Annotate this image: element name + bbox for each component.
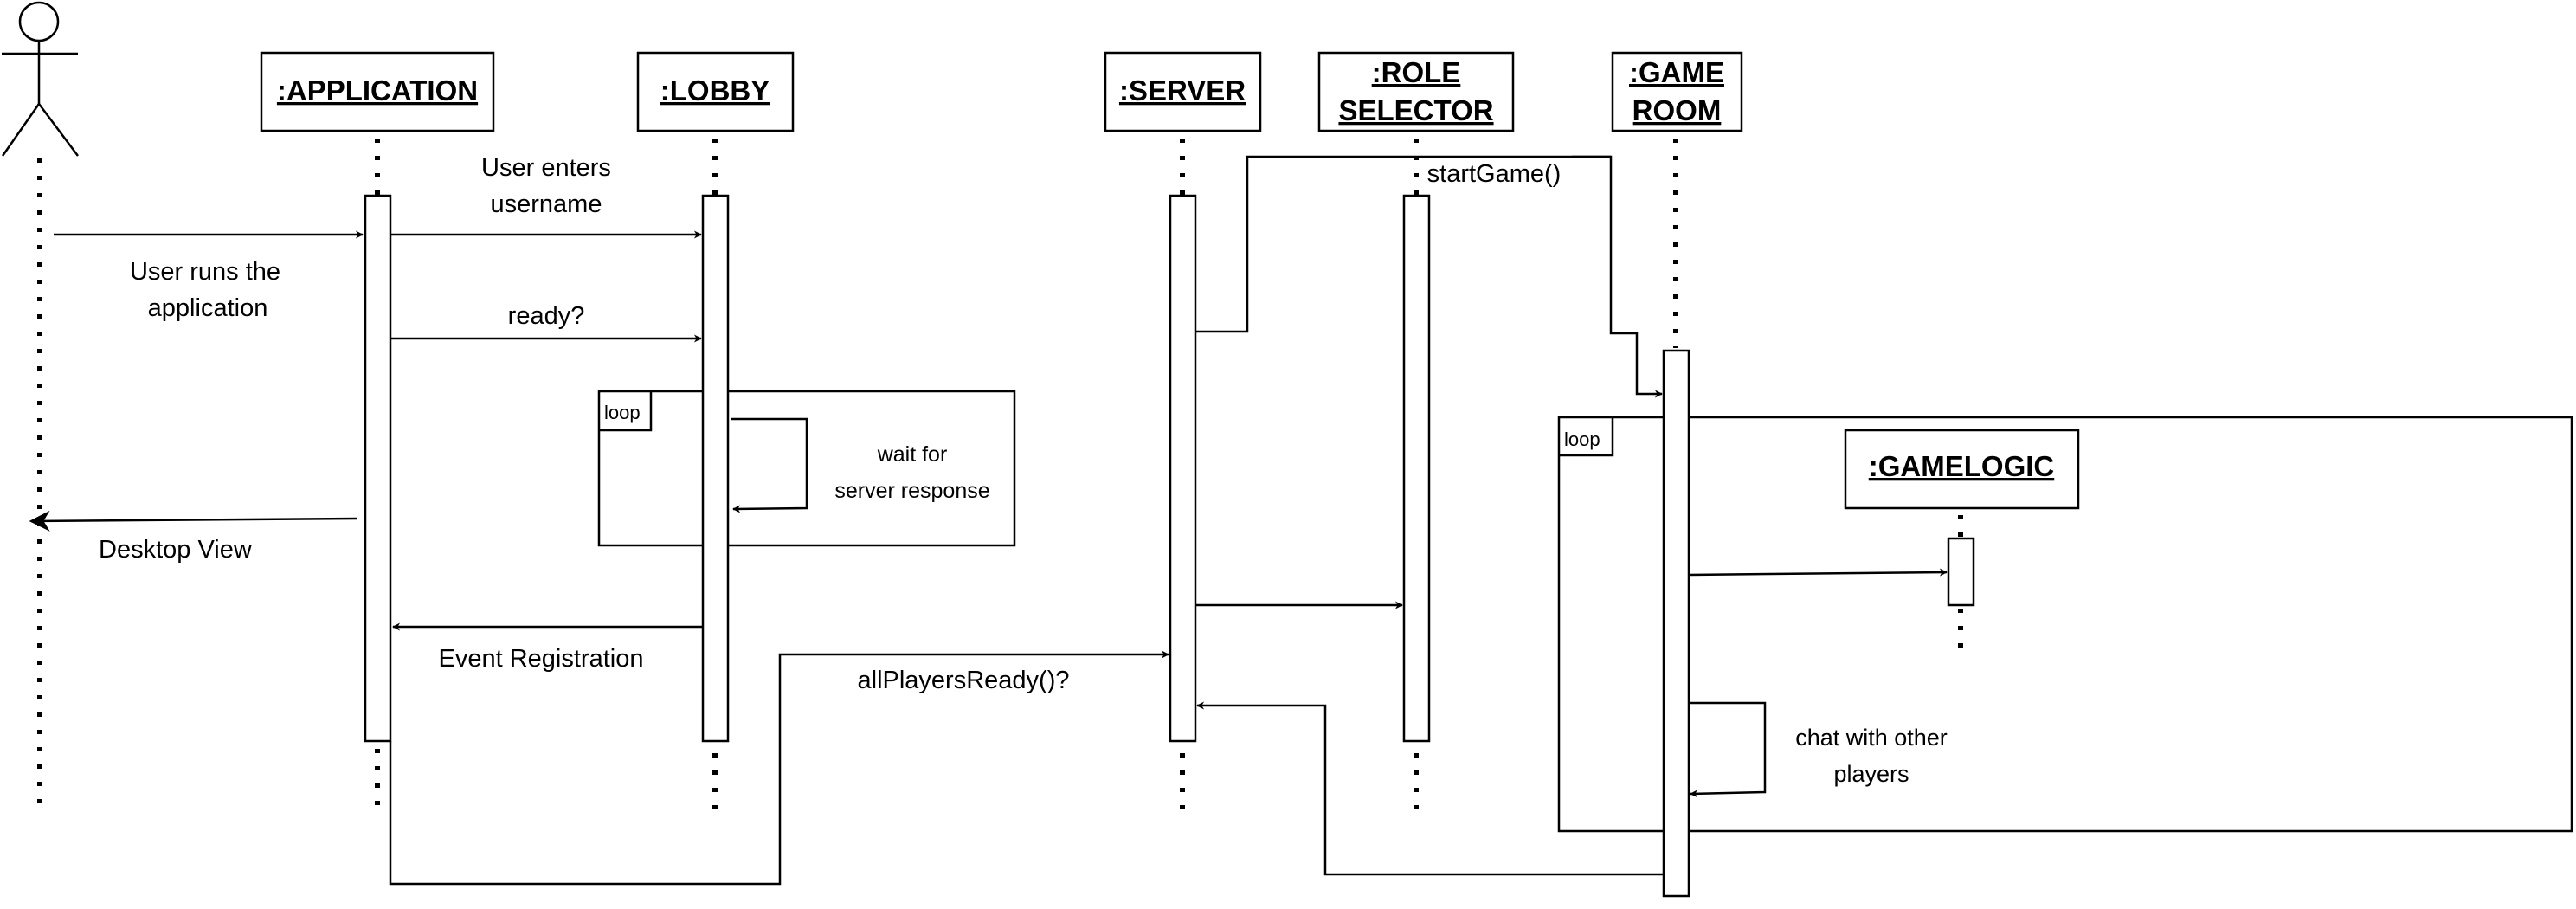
activation-application xyxy=(364,194,392,743)
application-box xyxy=(260,51,495,132)
msg-desktop-view-label: Desktop View xyxy=(99,536,253,564)
role-selector-title-line1: :ROLE xyxy=(1372,56,1461,88)
loop-fragment-game xyxy=(1557,416,2573,833)
lobby-box xyxy=(636,51,795,132)
activation-role-selector xyxy=(1402,194,1431,743)
msg-chat-label-line2: players xyxy=(1833,761,1909,787)
msg-event-registration-label: Event Registration xyxy=(439,645,644,673)
role-selector-title-line2: SELECTOR xyxy=(1338,94,1493,126)
msg-chat-label-line1: chat with other xyxy=(1795,725,1948,751)
msg-wait-label-line1: wait for xyxy=(877,442,948,467)
game-room-box xyxy=(1611,51,1743,132)
activation-gamelogic xyxy=(1947,537,1975,607)
gamelogic-box xyxy=(1844,429,2080,510)
game-room-title-line2: ROOM xyxy=(1633,94,1722,126)
gamelogic-title: :GAMELOGIC xyxy=(1869,450,2054,482)
msg-all-players-ready-arrow xyxy=(389,650,1169,886)
activation-game-room xyxy=(1662,349,1690,898)
msg-user-enters-label-line1: User enters xyxy=(481,154,611,182)
loop-tag-lobby xyxy=(599,391,653,432)
activation-lobby xyxy=(701,194,730,743)
game-room-title-line1: :GAME xyxy=(1629,56,1724,88)
msg-user-enters-label-line2: username xyxy=(491,190,602,218)
role-selector-box xyxy=(1317,51,1515,132)
server-box xyxy=(1104,51,1262,132)
msg-user-runs-label-line1: User runs the xyxy=(130,258,280,286)
msg-desktop-view-arrow xyxy=(29,510,358,532)
msg-wait-label-line2: server response xyxy=(834,479,989,503)
msg-ready-label: ready? xyxy=(508,302,585,330)
msg-start-game-arrow-tail xyxy=(1572,155,1663,398)
actor-user xyxy=(1,1,79,157)
msg-chat-self-arrow xyxy=(1689,701,1767,798)
loop-fragment-lobby xyxy=(597,390,1016,547)
lobby-title: :LOBBY xyxy=(660,74,770,106)
application-title: :APPLICATION xyxy=(277,74,478,106)
loop-tag-game xyxy=(1559,417,1614,457)
msg-game-room-to-server-arrow xyxy=(1196,701,1664,876)
msg-user-runs-label-line2: application xyxy=(148,294,268,322)
msg-wait-self-arrow xyxy=(731,417,808,513)
msg-game-room-to-gamelogic-arrow xyxy=(1688,568,1948,577)
loop-label-lobby: loop xyxy=(604,402,641,423)
msg-start-game-label: startGame() xyxy=(1427,160,1562,188)
activation-server xyxy=(1169,194,1197,743)
loop-label-game: loop xyxy=(1564,429,1600,450)
msg-all-players-ready-label: allPlayersReady()? xyxy=(858,667,1070,694)
server-title: :SERVER xyxy=(1119,74,1246,106)
